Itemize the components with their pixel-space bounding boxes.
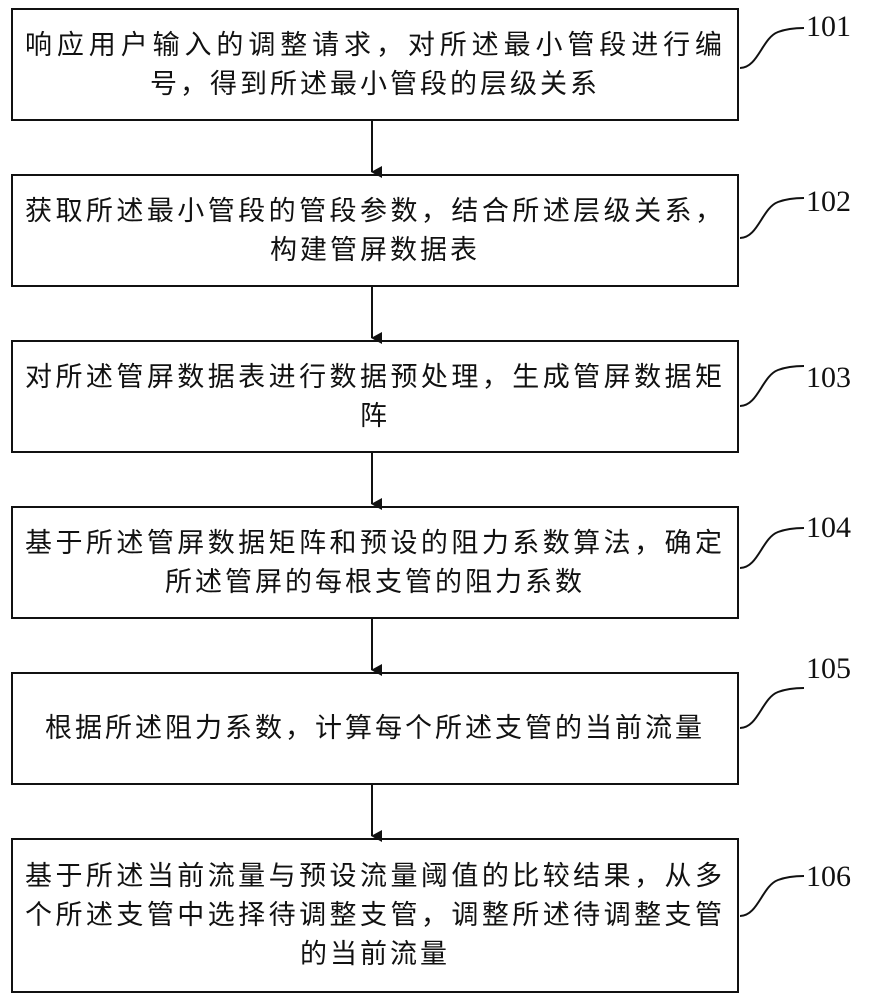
step-text-106: 基于所述当前流量与预设流量阈值的比较结果，从多个所述支管中选择待调整支管，调整所… bbox=[25, 861, 725, 970]
step-box-105: 根据所述阻力系数，计算每个所述支管的当前流量 bbox=[11, 672, 739, 785]
step-text-102: 获取所述最小管段的管段参数，结合所述层级关系，构建管屏数据表 bbox=[25, 195, 725, 266]
leader-104 bbox=[739, 527, 805, 569]
step-text-105: 根据所述阻力系数，计算每个所述支管的当前流量 bbox=[45, 713, 705, 744]
step-text-101: 响应用户输入的调整请求，对所述最小管段进行编号，得到所述最小管段的层级关系 bbox=[25, 29, 725, 100]
step-box-106: 基于所述当前流量与预设流量阈值的比较结果，从多个所述支管中选择待调整支管，调整所… bbox=[11, 838, 739, 993]
step-label-103: 103 bbox=[806, 361, 851, 394]
label-leaders bbox=[739, 27, 805, 917]
leader-106 bbox=[739, 875, 805, 917]
step-box-103: 对所述管屏数据表进行数据预处理，生成管屏数据矩阵 bbox=[11, 340, 739, 453]
step-label-105: 105 bbox=[806, 652, 851, 685]
step-box-104: 基于所述管屏数据矩阵和预设的阻力系数算法，确定所述管屏的每根支管的阻力系数 bbox=[11, 506, 739, 619]
step-text-103: 对所述管屏数据表进行数据预处理，生成管屏数据矩阵 bbox=[25, 361, 725, 432]
step-label-104: 104 bbox=[806, 511, 851, 544]
leader-105 bbox=[739, 687, 805, 729]
step-label-106: 106 bbox=[806, 860, 851, 893]
step-label-102: 102 bbox=[806, 185, 851, 218]
step-text-104: 基于所述管屏数据矩阵和预设的阻力系数算法，确定所述管屏的每根支管的阻力系数 bbox=[25, 527, 725, 598]
step-box-102: 获取所述最小管段的管段参数，结合所述层级关系，构建管屏数据表 bbox=[11, 174, 739, 287]
leader-101 bbox=[739, 27, 805, 69]
step-box-101: 响应用户输入的调整请求，对所述最小管段进行编号，得到所述最小管段的层级关系 bbox=[11, 8, 739, 121]
leader-103 bbox=[739, 365, 805, 407]
step-label-101: 101 bbox=[806, 10, 851, 43]
leader-102 bbox=[739, 197, 805, 239]
